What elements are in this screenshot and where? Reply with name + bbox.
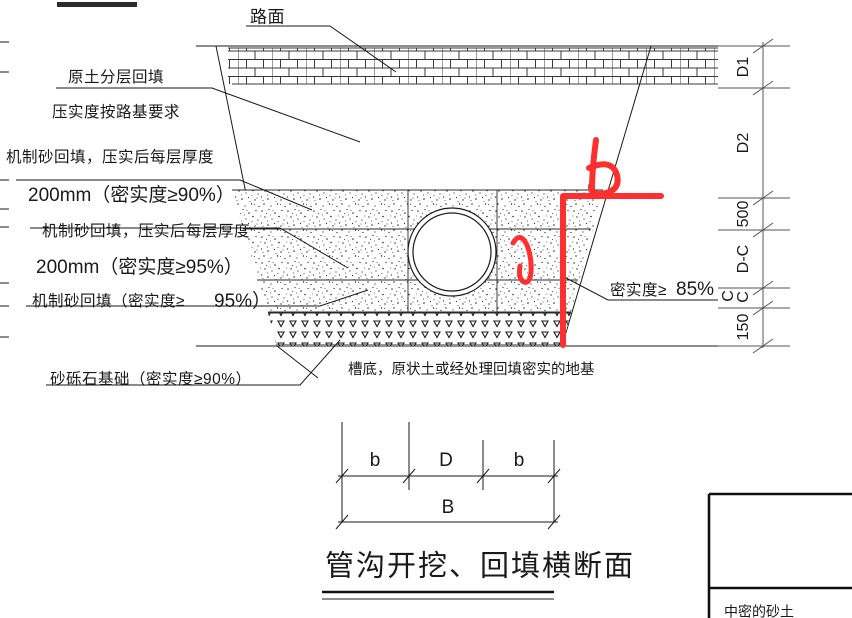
pavement-hatch: [228, 48, 718, 84]
dim-label-b-left: b: [370, 450, 381, 471]
dim-label-d-c: D-C: [735, 245, 752, 273]
label-sand-200mm-90: 200mm（密实度≥90%）: [28, 184, 235, 206]
dim-label-b-total: B: [442, 497, 455, 518]
pipe-section: [407, 207, 497, 297]
title-block-corner: [707, 492, 852, 618]
leader-line-density85: [565, 277, 718, 301]
bottom-dimension-diagram: b D b B: [335, 422, 561, 530]
label-sand-backfill-thickness-1: 机制砂回填，压实后每层厚度: [6, 148, 214, 166]
label-sand-200mm-95: 200mm（密实度≥95%）: [36, 256, 243, 278]
dim-label-d1: D1: [735, 57, 752, 78]
label-compaction-requirement: 压实度按路基要求: [52, 103, 180, 121]
title-block-note: 中密的砂土: [724, 604, 794, 618]
caption-trench-base: 槽底，原状土或经处理回填密实的地基: [348, 361, 595, 378]
label-density-85: 85%: [676, 279, 714, 300]
dim-label-b-right: b: [514, 450, 525, 471]
road-surface-group: [196, 45, 718, 85]
label-sand-backfill-density-95-value: 95%）: [214, 290, 271, 312]
dim-label-150: 150: [735, 314, 752, 341]
leader-lines-left: [16, 87, 369, 386]
red-annotation-bracket: [560, 193, 664, 348]
red-annotation-a: [510, 235, 534, 285]
sheet-edge-marker: [57, 2, 137, 7]
label-sand-backfill-thickness-2: 机制砂回填，压实后每层厚度: [42, 222, 250, 240]
leader-line-base-caption: [276, 345, 319, 379]
vertical-dimension-chain: D1 D2 500 D-C 150 C C: [718, 38, 790, 354]
label-pavement: 路面: [250, 7, 285, 26]
dim-label-500: 500: [735, 201, 752, 228]
dim-label-d-mid: D: [439, 450, 453, 471]
label-density-prefix: 密实度≥: [610, 281, 667, 299]
label-sand-backfill-density-95: 机制砂回填（密实度≥: [32, 292, 185, 310]
dim-label-c-upper: C: [735, 291, 752, 303]
gravel-foundation-outline: [268, 312, 571, 346]
dim-label-d2: D2: [735, 133, 752, 154]
drawing-title: 管沟开挖、回填横断面: [325, 550, 635, 583]
label-original-soil-backfill: 原土分层回填: [68, 68, 164, 86]
label-gravel-foundation: 砂砾石基础（密实度≥90%）: [50, 370, 252, 388]
gravel-foundation-fill: [268, 313, 571, 346]
dim-label-c-lower: C: [720, 290, 737, 302]
left-edge-ticks: [0, 41, 9, 338]
leader-line-pavement: [246, 25, 397, 73]
red-annotation-b-bowl: [586, 161, 621, 197]
red-annotation-group: [510, 137, 664, 348]
